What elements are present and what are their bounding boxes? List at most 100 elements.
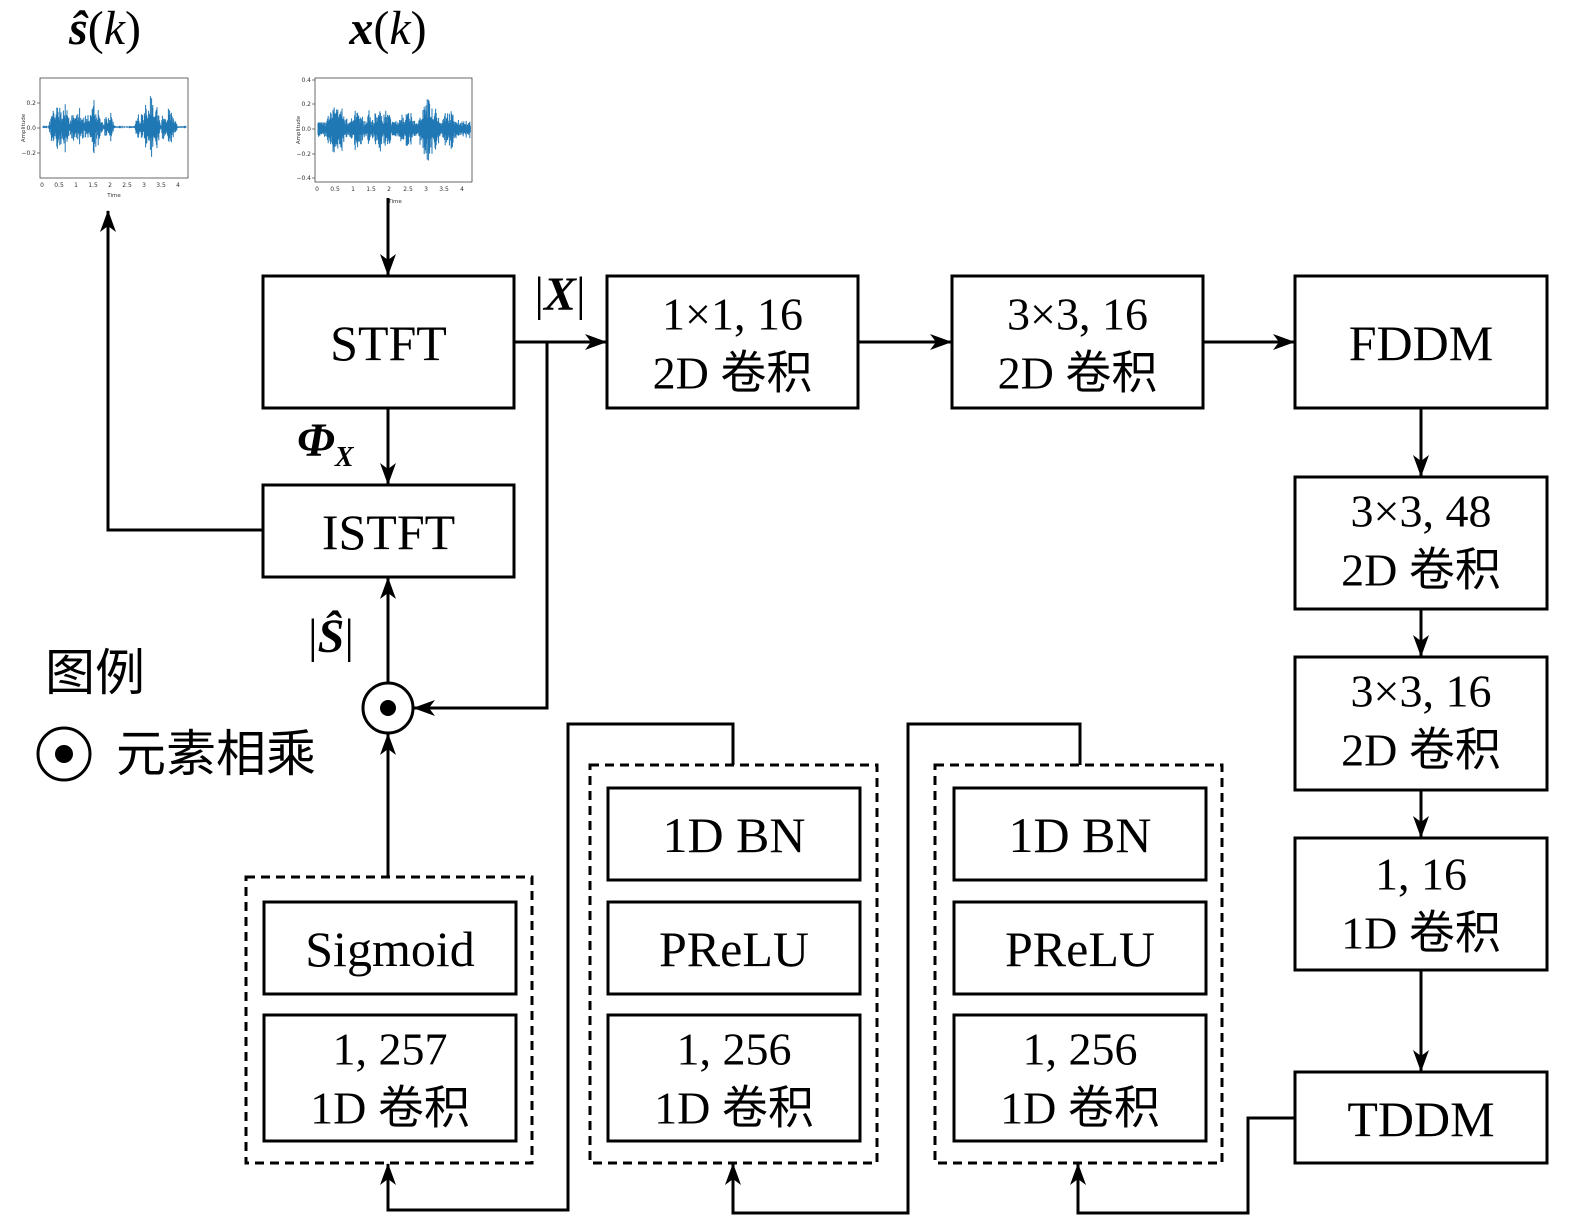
multiply-node [361, 681, 415, 735]
istft-block: ISTFT [261, 483, 516, 579]
input-signal-open: ( [373, 2, 389, 55]
conv1d-1-16-type: 1D 卷积 [1341, 908, 1501, 959]
stage-a-to-mask-arrow [380, 722, 735, 1212]
magnitude-skip-arrow [413, 342, 549, 716]
stage-a-prelu-label: PReLU [659, 921, 809, 977]
input-xtick: 3.5 [439, 186, 449, 193]
conv2d-1x1-16-block: 1×1, 16 2D 卷积 [605, 274, 860, 410]
output-xtick: 2 [108, 182, 112, 189]
conv2d-3x3-16-b-type: 2D 卷积 [1341, 725, 1501, 776]
magnitude-bar-open: | [534, 268, 544, 321]
input-waveform-trace [317, 99, 471, 161]
output-xtick: 4 [176, 182, 180, 189]
stage-b-prelu-label: PReLU [1005, 921, 1155, 977]
legend-title: 图例 [45, 645, 145, 701]
stage-b-conv-params: 1, 256 [1023, 1024, 1138, 1075]
conv2d-3x3-48-block: 3×3, 48 2D 卷积 [1293, 475, 1549, 611]
input-ytick: 0.2 [301, 101, 311, 108]
legend: 图例 元素相乘 [36, 645, 316, 782]
stft-block: STFT [261, 274, 516, 410]
mask-group-frame [244, 875, 534, 1165]
conv2d-3x3-16-block-b: 3×3, 16 2D 卷积 [1293, 655, 1549, 792]
estimate-symbol: Ŝ [318, 609, 345, 663]
stage-b-group-frame [933, 763, 1224, 1165]
fddm-block: FDDM [1293, 274, 1549, 410]
estimate-magnitude-label: |Ŝ| [308, 609, 354, 663]
stage-b-conv-type: 1D 卷积 [1000, 1083, 1160, 1134]
conv2d-1x1-16-type: 2D 卷积 [653, 348, 813, 399]
conv2d-3x3-16-block-a: 3×3, 16 2D 卷积 [950, 274, 1205, 410]
input-signal-label: x(k) [348, 2, 426, 55]
output-xtick: 1 [74, 182, 78, 189]
output-signal-symbol: ŝ [68, 2, 89, 55]
output-xtick: 2.5 [122, 182, 132, 189]
output-waveform-thumbnail: 0.2 0.0 −0.2 0 0.5 1 1.5 2 2.5 3 3.5 4 T… [21, 77, 189, 199]
input-xtick: 0.5 [330, 186, 340, 193]
conv2d-3x3-16-a-params: 3×3, 16 [1007, 289, 1148, 340]
input-xtick: 2 [387, 186, 391, 193]
conv2d-3x3-16-b-params: 3×3, 16 [1351, 666, 1492, 717]
connections [100, 198, 1429, 1215]
istft-to-output-arrow [100, 210, 263, 532]
output-xtick: 1.5 [88, 182, 98, 189]
sigmoid-label: Sigmoid [305, 921, 474, 977]
output-xtick: 0 [40, 182, 44, 189]
stage-a-bn-label: 1D BN [662, 807, 805, 863]
conv2d-3x3-16-a-type: 2D 卷积 [998, 348, 1158, 399]
magnitude-label: |X| [534, 268, 585, 321]
input-xtick: 2.5 [403, 186, 413, 193]
stage-a-group: 1D BN PReLU 1, 256 1D 卷积 [588, 763, 879, 1165]
input-waveform-thumbnail: 0.4 0.2 0.0 −0.2 −0.4 0 0.5 1 1.5 2 2.5 … [296, 77, 473, 205]
stage-a-conv-type: 1D 卷积 [654, 1083, 814, 1134]
stft-label: STFT [330, 315, 447, 371]
output-signal-open: ( [88, 2, 104, 55]
mask-conv-type: 1D 卷积 [310, 1083, 470, 1134]
fddm-label: FDDM [1349, 315, 1493, 371]
legend-multiply-icon [36, 726, 92, 782]
stage-a-conv-params: 1, 256 [677, 1024, 792, 1075]
output-xtick: 3.5 [156, 182, 166, 189]
tddm-label: TDDM [1347, 1091, 1494, 1147]
input-ytick: −0.2 [296, 151, 311, 158]
output-signal-label: ŝ(k) [68, 2, 141, 55]
input-ytick: 0.0 [301, 126, 311, 133]
output-xlabel: Time [106, 193, 121, 199]
phase-subscript: X [334, 442, 355, 473]
mask-conv-params: 1, 257 [333, 1024, 448, 1075]
input-plot-frame [314, 77, 473, 183]
conv2d-1x1-16-params: 1×1, 16 [662, 289, 803, 340]
conv2d-3x3-48-type: 2D 卷积 [1341, 545, 1501, 596]
estimate-bar-close: | [344, 610, 354, 663]
input-ytick: −0.4 [296, 175, 311, 182]
output-signal-close: ) [125, 2, 141, 55]
output-waveform-trace [42, 96, 187, 157]
conv1d-1-16-block: 1, 16 1D 卷积 [1293, 836, 1549, 972]
phase-label: ΦX [297, 414, 355, 473]
output-xtick: 3 [142, 182, 146, 189]
phase-symbol: Φ [297, 414, 335, 467]
input-signal-arg: k [389, 2, 412, 55]
output-ytick: 0.0 [26, 125, 36, 132]
stage-b-group: 1D BN PReLU 1, 256 1D 卷积 [933, 763, 1224, 1165]
input-xtick: 1.5 [366, 186, 376, 193]
output-signal-arg: k [104, 2, 127, 55]
stage-b-to-stage-a-arrow [725, 722, 1082, 1215]
stage-a-group-frame [588, 763, 879, 1165]
magnitude-bar-close: | [576, 268, 586, 321]
output-xtick: 0.5 [54, 182, 64, 189]
input-xlabel: Time [387, 199, 402, 205]
tddm-to-stage-b-arrow [1070, 1116, 1295, 1215]
input-signal-close: ) [411, 2, 427, 55]
input-xtick: 4 [460, 186, 464, 193]
input-ytick: 0.4 [301, 77, 311, 84]
multiply-node-dot [380, 700, 396, 716]
input-xtick: 3 [424, 186, 428, 193]
conv2d-3x3-48-params: 3×3, 48 [1351, 486, 1492, 537]
istft-label: ISTFT [322, 504, 455, 560]
conv1d-1-16-params: 1, 16 [1375, 849, 1467, 900]
output-ylabel: Amplitude [21, 113, 27, 142]
output-ytick: −0.2 [21, 150, 36, 157]
input-xtick: 1 [351, 186, 355, 193]
output-ytick: 0.2 [26, 100, 36, 107]
